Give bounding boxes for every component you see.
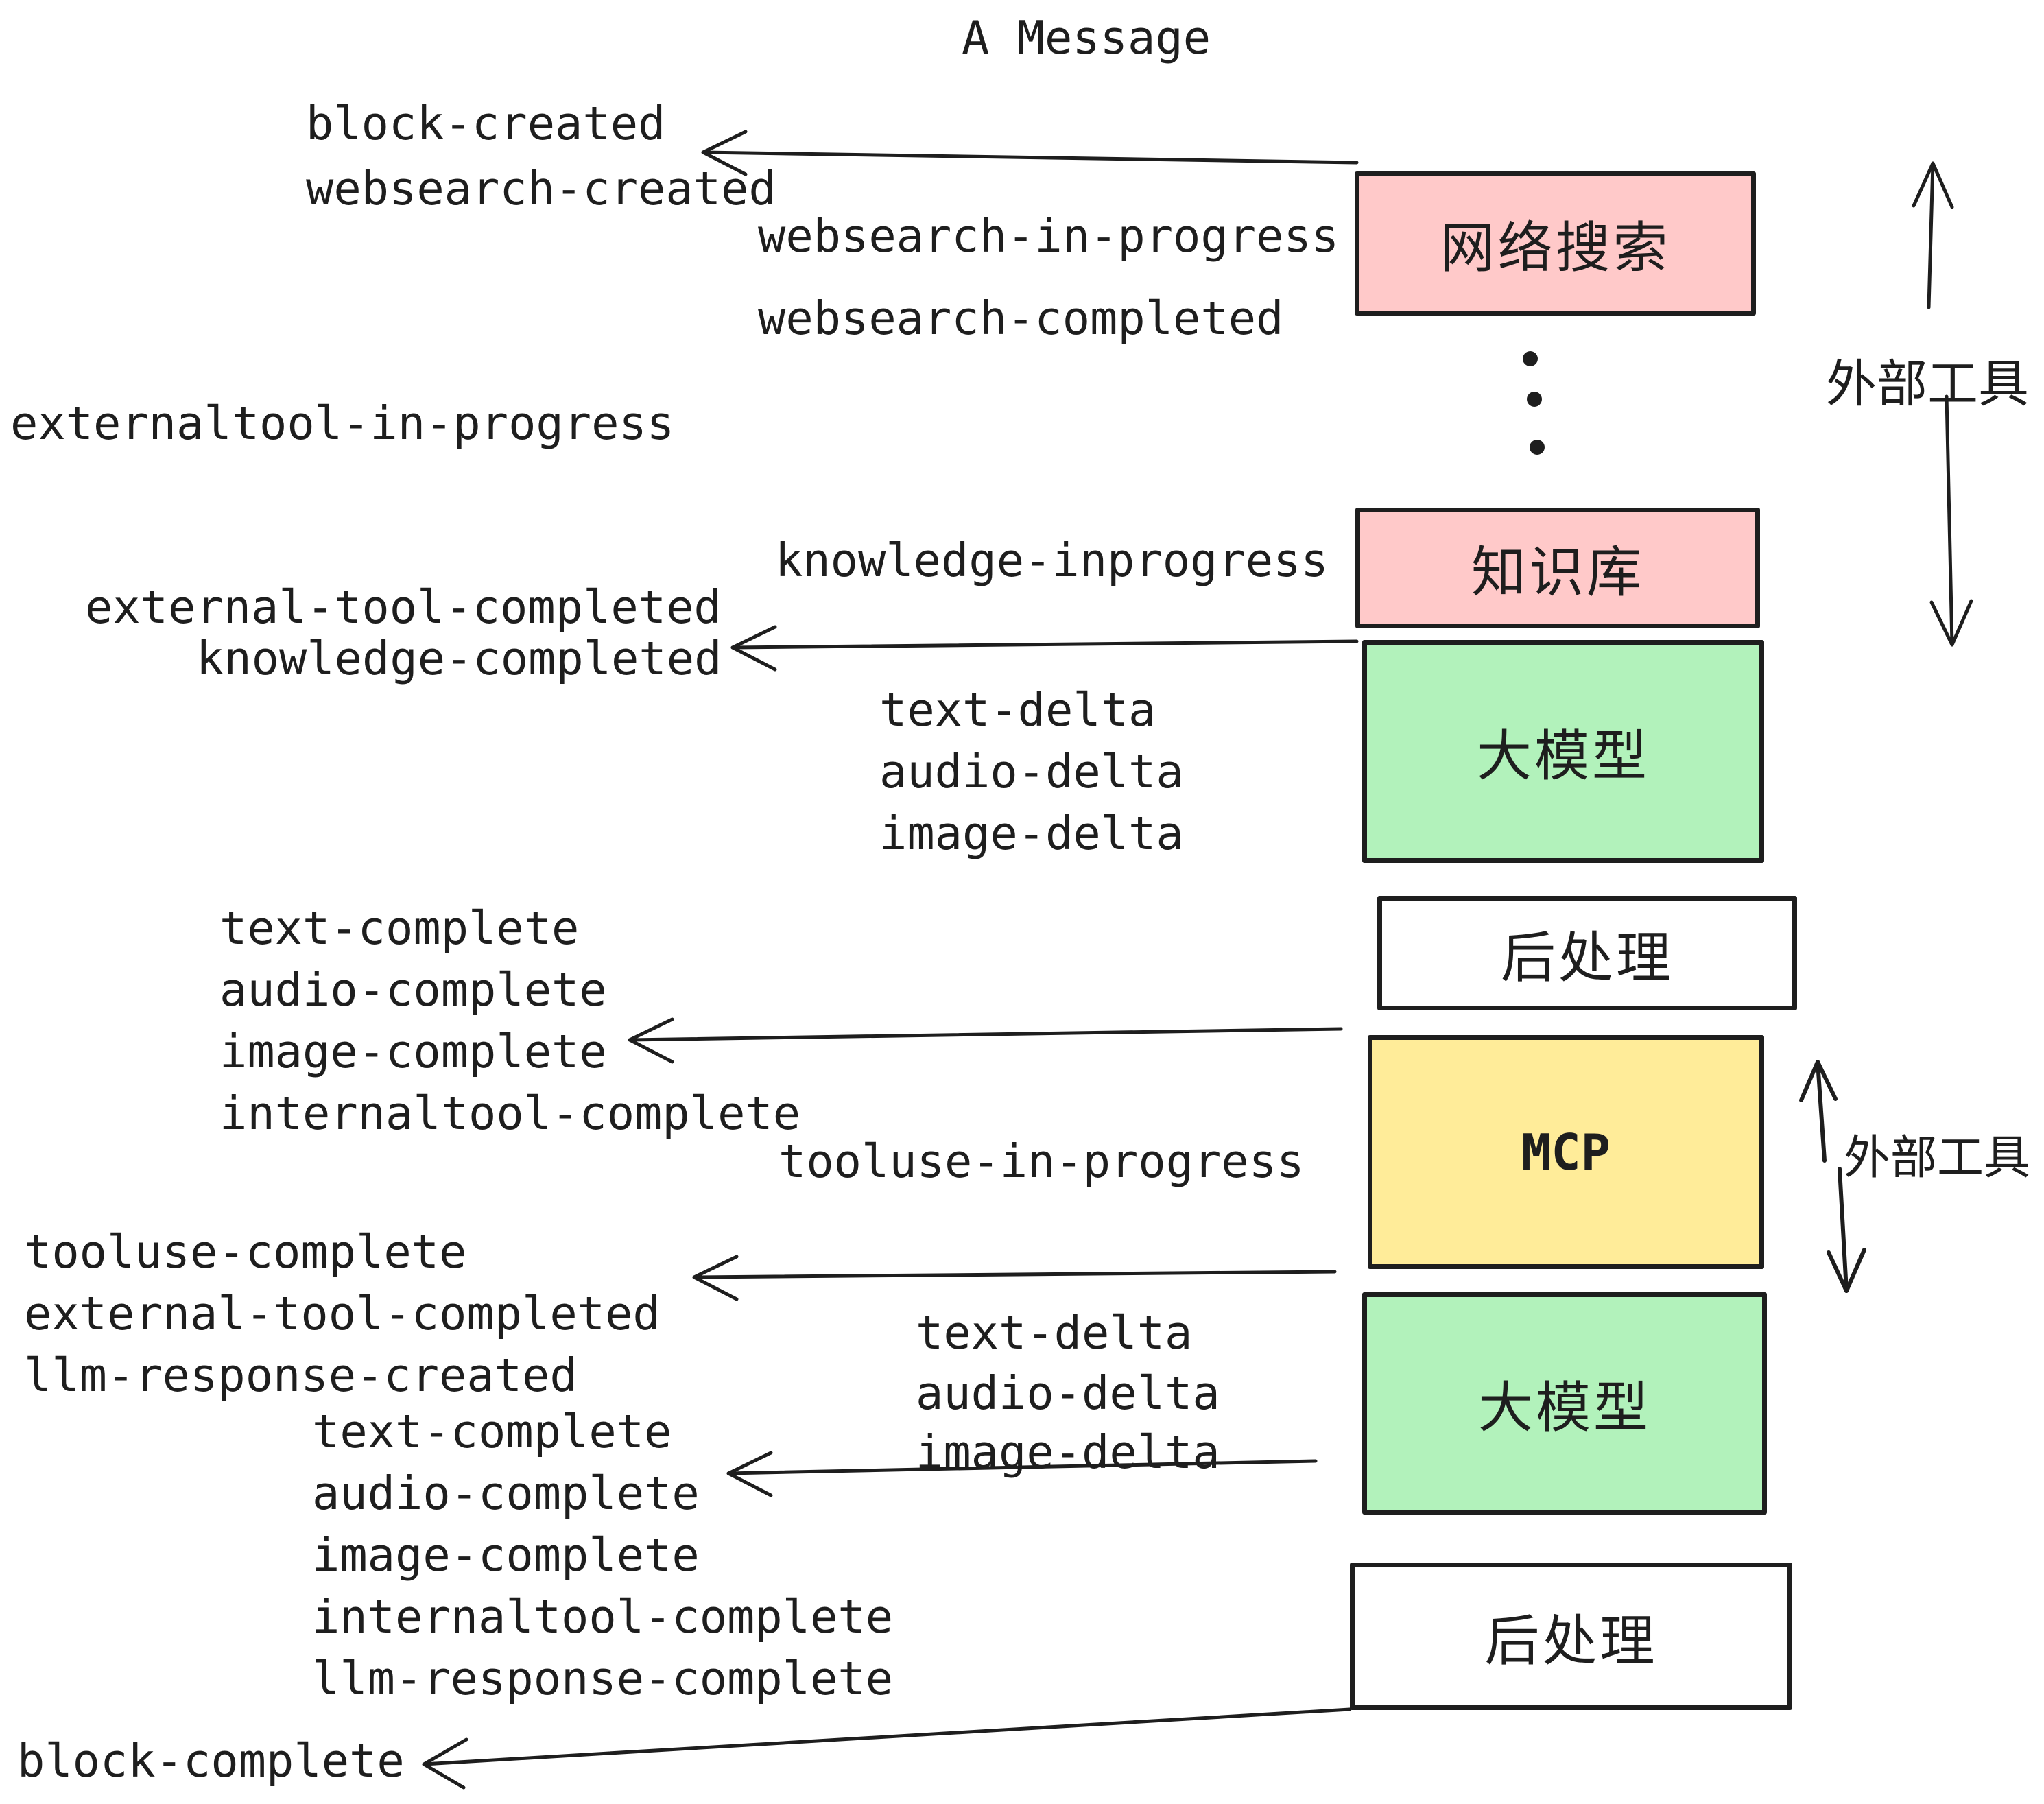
ellipsis-dot (1523, 351, 1538, 366)
event-audio-delta-1: audio-delta (879, 745, 1184, 798)
arrow-postprocess1-to-image-complete (628, 1017, 1343, 1064)
box-mcp-label: MCP (1521, 1123, 1611, 1181)
box-postprocess-2: 后处理 (1350, 1563, 1792, 1710)
event-knowledge-completed: knowledge-completed (196, 632, 722, 685)
box-llm-1-label: 大模型 (1477, 724, 1650, 788)
box-llm-2: 大模型 (1362, 1292, 1767, 1515)
event-image-complete-1: image-complete (219, 1025, 607, 1078)
ellipsis-dot (1527, 392, 1542, 407)
box-knowledge-label: 知识库 (1471, 541, 1644, 604)
arrow-mcp-to-tooluse-complete (692, 1255, 1337, 1301)
external-tool-up-arrow-1 (1912, 161, 1954, 309)
arrow-knowledge-to-knowledge-completed (730, 625, 1359, 672)
box-postprocess-1-label: 后处理 (1501, 925, 1674, 990)
event-image-delta-1: image-delta (879, 807, 1184, 860)
event-tooluse-in-progress: tooluse-in-progress (779, 1135, 1305, 1188)
event-knowledge-inprogress: knowledge-inprogress (775, 534, 1329, 587)
event-llm-response-complete: llm-response-complete (312, 1652, 894, 1705)
event-external-tool-completed-2: external-tool-completed (24, 1287, 661, 1340)
event-block-created: block-created (306, 97, 666, 150)
event-externaltool-in-progress: externaltool-in-progress (10, 396, 675, 450)
event-external-tool-completed-1: external-tool-completed (85, 580, 722, 634)
ellipsis-dot (1530, 440, 1545, 455)
event-text-delta-2: text-delta (916, 1306, 1193, 1360)
event-tooluse-complete: tooluse-complete (24, 1225, 467, 1279)
external-tool-down-arrow-1 (1929, 394, 1973, 647)
arrow-postprocess2-to-block-complete (422, 1707, 1352, 1790)
box-llm-2-label: 大模型 (1478, 1376, 1651, 1440)
box-websearch-label: 网络搜索 (1440, 216, 1671, 280)
event-text-delta-1: text-delta (879, 683, 1156, 737)
event-websearch-in-progress: websearch-in-progress (758, 209, 1340, 263)
event-internaltool-complete-2: internaltool-complete (312, 1590, 894, 1643)
arrow-websearch-to-block-created (701, 130, 1359, 176)
external-tool-up-arrow-2 (1799, 1060, 1838, 1163)
box-postprocess-2-label: 后处理 (1484, 1609, 1658, 1673)
box-mcp: MCP (1368, 1035, 1764, 1269)
box-llm-1: 大模型 (1362, 640, 1764, 863)
event-websearch-created: websearch-created (306, 162, 776, 215)
event-audio-delta-2: audio-delta (916, 1366, 1220, 1420)
event-image-complete-2: image-complete (312, 1528, 700, 1582)
diagram-title: A Message (962, 11, 1211, 64)
external-tool-side-label-1: 外部工具 (1826, 355, 2029, 414)
event-llm-response-created: llm-response-created (24, 1349, 578, 1402)
event-text-complete-2: text-complete (312, 1405, 672, 1458)
box-websearch: 网络搜索 (1355, 171, 1756, 316)
event-audio-complete-1: audio-complete (219, 963, 607, 1017)
event-image-delta-2: image-delta (916, 1425, 1220, 1479)
event-websearch-completed: websearch-completed (758, 292, 1284, 345)
box-postprocess-1: 后处理 (1377, 896, 1797, 1010)
external-tool-side-label-2: 外部工具 (1844, 1131, 2031, 1185)
event-audio-complete-2: audio-complete (312, 1467, 700, 1520)
event-internaltool-complete-1: internaltool-complete (219, 1087, 801, 1140)
box-knowledge: 知识库 (1355, 508, 1760, 628)
event-text-complete-1: text-complete (219, 901, 580, 955)
event-block-complete: block-complete (17, 1734, 405, 1788)
